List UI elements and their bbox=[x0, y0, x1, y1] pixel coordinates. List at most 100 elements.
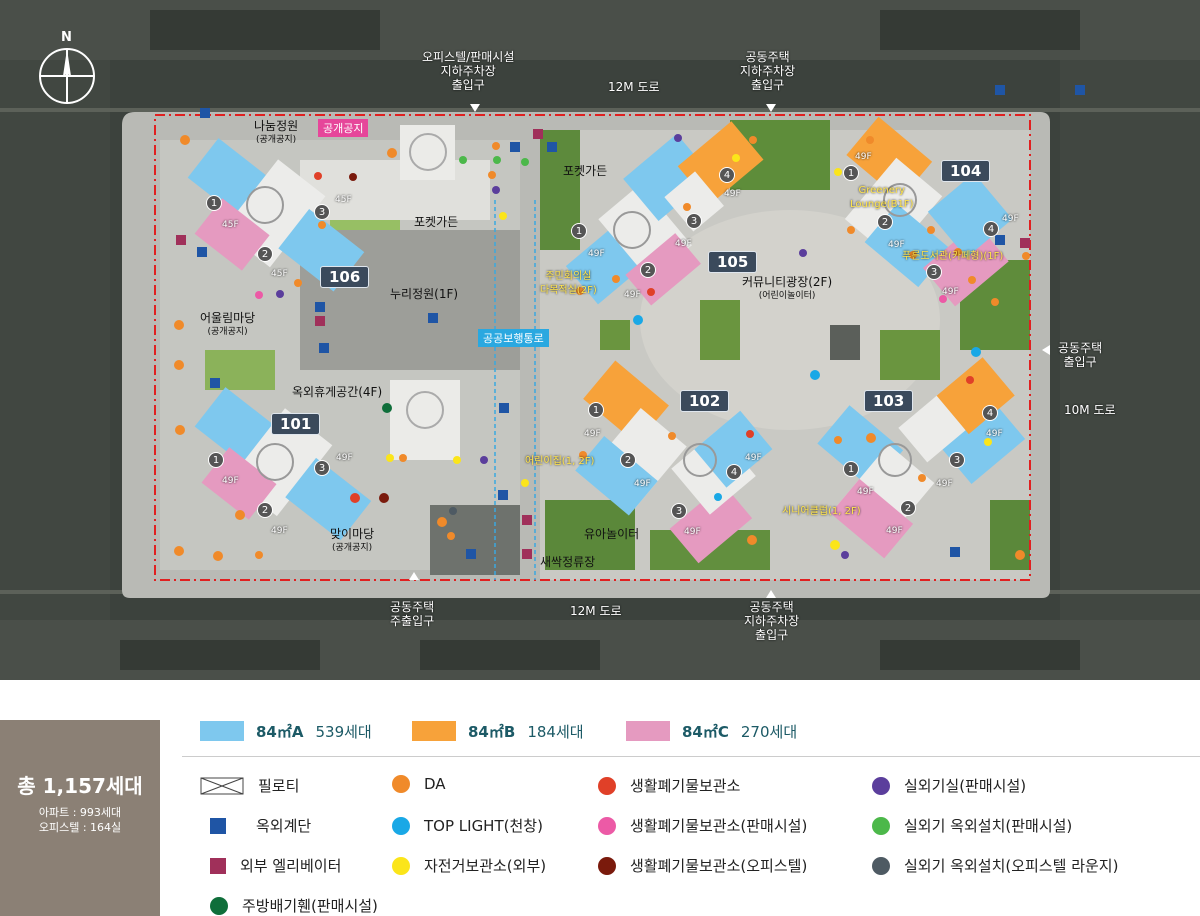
legend-kitchen-exhaust-label: 주방배기휀(판매시설) bbox=[242, 897, 378, 915]
core-number-badge: 1 bbox=[843, 165, 859, 181]
external-elevator-square-icon bbox=[210, 857, 226, 874]
outdoor-unit-retail-dot-icon bbox=[872, 816, 890, 835]
greenery-lounge-line2: Lounge(B1F) bbox=[850, 199, 914, 210]
legend-waste-label: 생활폐기물보관소 bbox=[630, 777, 741, 795]
entrance-top-left-line3: 출입구 bbox=[451, 78, 485, 92]
legend-top-light-label: TOP LIGHT(천창) bbox=[424, 817, 543, 835]
floor-105-1: 49F bbox=[588, 249, 605, 259]
legend-outdoor-stairs: 옥외계단 bbox=[210, 815, 311, 836]
legend-outdoor-unit-room-label: 실외기실(판매시설) bbox=[904, 777, 1027, 795]
unit-84c-count: 270세대 bbox=[740, 722, 798, 741]
legend-waste-retail-label: 생활폐기물보관소(판매시설) bbox=[630, 817, 808, 835]
residents-room-line1: 주민회의실 bbox=[545, 271, 592, 282]
legend-external-elevator-label: 외부 엘리베이터 bbox=[240, 857, 342, 875]
nanum-garden-sub: (공개공지) bbox=[256, 135, 297, 145]
unit-84c-name: 84㎡C bbox=[682, 722, 729, 741]
pocket-garden-left-label: 포켓가든 bbox=[414, 215, 459, 229]
core-number-badge: 4 bbox=[983, 221, 999, 237]
entrance-right: 공동주택 출입구 bbox=[1058, 341, 1102, 369]
unit-84a: 84㎡A 539세대 bbox=[200, 720, 372, 742]
core-number-badge: 2 bbox=[257, 502, 273, 518]
nanum-garden-label: 나눔정원 (공개공지) bbox=[254, 119, 298, 147]
saessak-stop-label: 새싹정류장 bbox=[540, 555, 596, 569]
floor-105-3: 49F bbox=[675, 239, 692, 249]
road-bottom-label: 12M 도로 bbox=[570, 604, 622, 618]
unit-84b-count: 184세대 bbox=[527, 722, 584, 741]
floor-104-4: 49F bbox=[1002, 214, 1019, 224]
core-number-badge: 1 bbox=[208, 452, 224, 468]
legend-outdoor-unit-lounge: 실외기 옥외설치(오피스텔 라운지) bbox=[872, 855, 1118, 876]
floor-102-1: 49F bbox=[584, 429, 601, 439]
entrance-bottom-left-line1: 공동주택 bbox=[390, 600, 435, 614]
legend-piloti-label: 필로티 bbox=[258, 777, 300, 795]
legend-divider bbox=[182, 756, 1200, 757]
core-number-badge: 3 bbox=[671, 503, 687, 519]
legend-outdoor-unit-retail: 실외기 옥외설치(판매시설) bbox=[872, 815, 1072, 836]
site-plan-map: N 12M 도로 12M 도로 10M 도로 오피스텔/판매시설 지하주차장 출… bbox=[0, 0, 1200, 680]
road-right-label: 10M 도로 bbox=[1064, 403, 1116, 417]
unit-84b-swatch bbox=[412, 721, 456, 741]
floor-103-4: 49F bbox=[986, 429, 1003, 439]
nanum-garden-name: 나눔정원 bbox=[254, 119, 299, 133]
core-number-badge: 4 bbox=[982, 405, 998, 421]
building-104-label: 104 bbox=[941, 160, 991, 182]
apartment-count: 아파트 : 993세대 bbox=[38, 806, 122, 819]
unit-84b-name: 84㎡B bbox=[468, 722, 516, 741]
entrance-top-left: 오피스텔/판매시설 지하주차장 출입구 bbox=[422, 50, 514, 92]
outdoor-unit-lounge-dot-icon bbox=[872, 856, 890, 875]
entrance-right-line2: 출입구 bbox=[1063, 355, 1097, 369]
entrance-right-line1: 공동주택 bbox=[1058, 341, 1103, 355]
floor-101-1: 49F bbox=[222, 476, 239, 486]
site-plan-drawing bbox=[0, 0, 1200, 680]
floor-103-1: 49F bbox=[857, 487, 874, 497]
kitchen-exhaust-dot-icon bbox=[210, 896, 228, 915]
legend-da-label: DA bbox=[424, 775, 446, 793]
legend-outdoor-unit-retail-label: 실외기 옥외설치(판매시설) bbox=[904, 817, 1073, 835]
residents-room-line2: 다목적실(2F) bbox=[540, 285, 597, 296]
legend-waste-officetel: 생활폐기물보관소(오피스텔) bbox=[598, 855, 807, 876]
unit-84c-swatch bbox=[626, 721, 670, 741]
entrance-top-left-line1: 오피스텔/판매시설 bbox=[422, 50, 515, 64]
building-101-label: 101 bbox=[271, 413, 321, 435]
core-number-badge: 2 bbox=[620, 452, 636, 468]
public-space-tag: 공개공지 bbox=[318, 119, 369, 137]
eoullim-yard-label: 어울림마당(공개공지) bbox=[200, 311, 255, 339]
maji-yard-label: 맞이마당(공개공지) bbox=[330, 527, 374, 555]
floor-106-1: 45F bbox=[222, 220, 239, 230]
legend-da: DA bbox=[392, 775, 446, 793]
community-plaza-label: 커뮤니티광장(2F)(어린이놀이터) bbox=[742, 275, 832, 303]
core-number-badge: 2 bbox=[640, 262, 656, 278]
unit-84b: 84㎡B 184세대 bbox=[412, 720, 584, 742]
library-label: 푸른도서관(카페형)(1F) bbox=[902, 251, 1004, 262]
unit-84a-swatch bbox=[200, 721, 244, 741]
entrance-bottom-right: 공동주택 지하주차장 출입구 bbox=[744, 600, 799, 642]
maji-yard-sub: (공개공지) bbox=[332, 543, 373, 553]
outdoor-unit-room-dot-icon bbox=[872, 776, 890, 795]
top-light-dot-icon bbox=[392, 816, 410, 835]
officetel-count: 오피스텔 : 164실 bbox=[38, 821, 122, 834]
senior-club-label: 시니어클럽(1, 2F) bbox=[782, 506, 861, 517]
total-units-box: 총 1,157세대 아파트 : 993세대 오피스텔 : 164실 bbox=[0, 720, 160, 916]
core-number-badge: 3 bbox=[926, 264, 942, 280]
legend-outdoor-unit-room: 실외기실(판매시설) bbox=[872, 775, 1026, 796]
building-103-label: 103 bbox=[864, 390, 914, 412]
community-plaza-sub: (어린이놀이터) bbox=[758, 291, 816, 301]
piloti-icon bbox=[200, 777, 244, 794]
nuri-garden-label: 누리정원(1F) bbox=[390, 287, 459, 301]
floor-106-3: 45F bbox=[335, 195, 352, 205]
pocket-garden-right-label: 포켓가든 bbox=[563, 164, 608, 178]
entrance-bottom-right-line1: 공동주택 bbox=[749, 600, 794, 614]
entrance-bottom-left-line2: 주출입구 bbox=[390, 614, 435, 628]
entrance-top-right-line1: 공동주택 bbox=[745, 50, 790, 64]
legend-external-elevator: 외부 엘리베이터 bbox=[210, 855, 341, 876]
core-number-badge: 3 bbox=[314, 460, 330, 476]
floor-103-2: 49F bbox=[886, 526, 903, 536]
eoullim-yard-name: 어울림마당 bbox=[200, 311, 256, 325]
north-compass-icon: N bbox=[37, 30, 97, 106]
total-units: 총 1,157세대 bbox=[17, 774, 143, 798]
entrance-top-right-line2: 지하주차장 bbox=[740, 64, 796, 78]
core-number-badge: 1 bbox=[843, 461, 859, 477]
waste-officetel-dot-icon bbox=[598, 856, 616, 875]
floor-101-3: 49F bbox=[336, 453, 353, 463]
